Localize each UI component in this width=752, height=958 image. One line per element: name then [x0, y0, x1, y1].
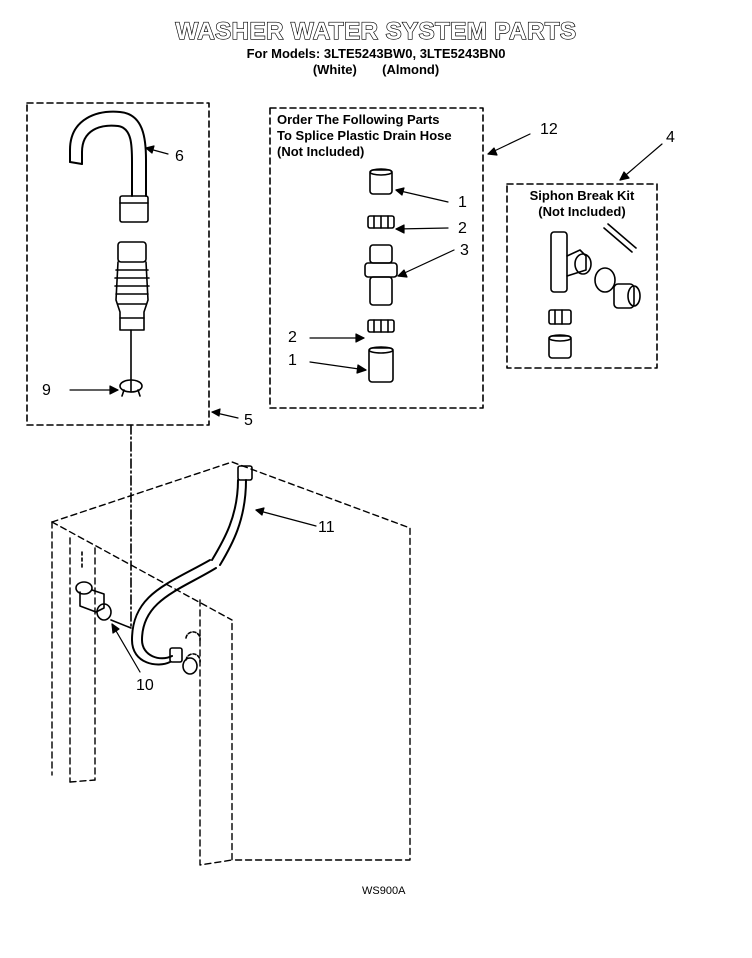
callout-arrows [69, 133, 663, 673]
drain-outlet-part-10 [75, 551, 132, 629]
callout-9: 9 [42, 382, 51, 399]
drawing-code: WS900A [362, 885, 406, 897]
washer-cabinet-outline [51, 461, 411, 866]
callout-6: 6 [175, 148, 184, 165]
splice-parts-stack [364, 168, 398, 383]
siphon-note-line-2: (Not Included) [538, 204, 626, 219]
page-title: WASHER WATER SYSTEM PARTS [175, 17, 577, 45]
callout-12: 12 [540, 121, 558, 138]
colors-line: (White) (Almond) [312, 62, 440, 77]
siphon-note: Siphon Break Kit (Not Included) [517, 188, 647, 220]
siphon-break-kit-parts [548, 223, 641, 359]
callout-1-top: 1 [458, 194, 467, 211]
callout-10: 10 [136, 677, 154, 694]
hose-clamp-part-9 [119, 379, 143, 397]
corrugated-hose-part [114, 241, 150, 393]
callout-1-bottom: 1 [288, 352, 297, 369]
splice-note-line-1: Order The Following Parts [277, 112, 440, 127]
drain-hose-hook-part-6 [69, 110, 149, 223]
callout-5: 5 [244, 412, 253, 429]
callout-2-bottom: 2 [288, 329, 297, 346]
splice-note-line-3: (Not Included) [277, 144, 365, 159]
splice-note-line-2: To Splice Plastic Drain Hose [277, 128, 452, 143]
group-5-dashed-box [26, 102, 210, 426]
siphon-note-line-1: Siphon Break Kit [529, 188, 635, 203]
group-4-dashed-box [506, 183, 658, 369]
group-12-dashed-box [269, 107, 484, 409]
callout-3: 3 [460, 242, 469, 259]
splice-note: Order The Following Parts To Splice Plas… [277, 112, 452, 160]
callout-11: 11 [318, 519, 335, 536]
callout-2-top: 2 [458, 220, 467, 237]
callout-4: 4 [666, 129, 675, 146]
inlet-hose-part-11 [131, 465, 253, 675]
models-line: For Models: 3LTE5243BW0, 3LTE5243BN0 [246, 46, 506, 61]
